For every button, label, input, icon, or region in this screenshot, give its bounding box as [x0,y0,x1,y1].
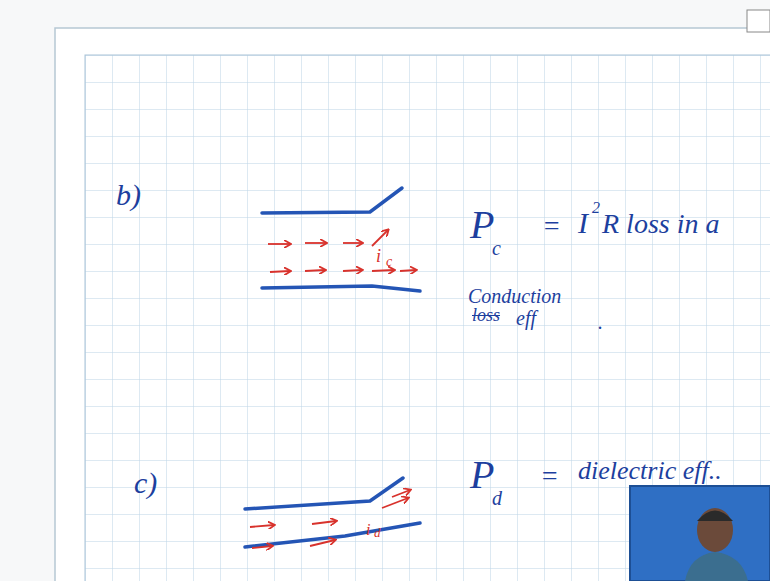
subscript: c [492,238,501,258]
current-arrows-c [250,490,410,548]
part-label: b) [116,180,141,210]
current-label: i [366,522,370,538]
current-arrows-b [268,230,416,272]
note-text: . [598,312,603,332]
note-text: Conduction [468,286,561,306]
subscript: d [374,526,381,539]
equals-sign: = [542,212,561,240]
current-label: i [376,247,381,265]
formula-text: R loss in a [602,210,719,238]
power-symbol: P [470,455,494,495]
subscript: c [386,255,392,269]
page-frame [55,28,770,581]
subscript: d [492,488,502,508]
logo-corner [747,10,770,32]
struck-note: loss [472,306,500,324]
current-symbol: I [578,208,588,238]
equals-sign: = [540,462,559,490]
webcam-inset [630,486,770,581]
note-text: eff [516,308,536,328]
note-text: dielectric eff.. [578,458,722,484]
waveguide-c [245,478,420,547]
superscript: 2 [592,200,600,216]
waveguide-b [262,188,420,291]
part-label: c) [134,468,157,498]
grid-paper [85,55,770,581]
power-symbol: P [470,205,494,245]
